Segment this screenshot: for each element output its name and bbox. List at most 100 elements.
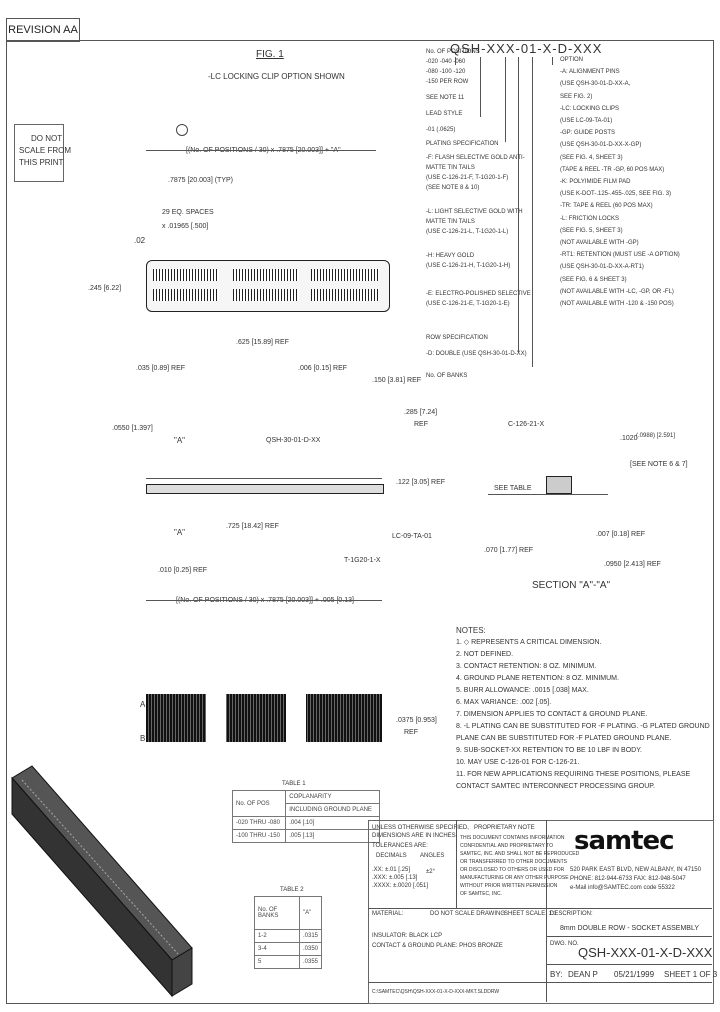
t2-r2c2: .0350 [298, 942, 323, 956]
code-right-line: (USE LC-09-TA-01) [560, 118, 613, 124]
t2-r3c1: 5 [254, 955, 300, 969]
critical-icon [176, 124, 188, 136]
note-item: 8. -L PLATING CAN BE SUBSTITUTED FOR -F … [456, 723, 710, 730]
code-right-line: (NOT AVAILABLE WITH -LC, -GP, OR -FL) [560, 288, 674, 295]
t1-r1c1: -020 THRU -080 [231, 816, 287, 830]
table-2: No. OF BANKS"A" 1-2.0315 3-4.0350 5.0355 [254, 896, 323, 969]
t2-r3c2: .0355 [298, 955, 323, 969]
sec-d5: .070 [1.77] REF [484, 547, 534, 554]
code-left-line: -080 -100 -120 [426, 69, 466, 75]
address-line: e-Mail info@SAMTEC.com code 55322 [570, 885, 675, 891]
spaces-val: x .01965 [.500] [162, 223, 209, 230]
code-left-line: SEE NOTE 11 [426, 95, 465, 101]
tb-date: 05/21/1999 [614, 970, 655, 979]
side-part: QSH-30-01-D-XX [266, 437, 321, 444]
code-right-line: OPTION [560, 57, 584, 63]
side-dim-1: .0550 [1.397] [112, 425, 153, 432]
code-left-line: ROW SPECIFICATION [426, 335, 488, 341]
notice-line-3: THIS PRINT [19, 158, 64, 167]
section-drawing [546, 476, 572, 494]
label-b: B [140, 734, 146, 743]
t2-col1: No. OF BANKS [254, 896, 300, 930]
t1-col2a: COPLANARITY [285, 790, 380, 804]
note-item: 5. BURR ALLOWANCE: .0015 [.038] MAX. [456, 687, 589, 694]
note-item: 2. NOT DEFINED. [456, 651, 514, 658]
tb-dwg: QSH-XXX-01-X-D-XXX [578, 945, 713, 960]
part-code-title: QSH-XXX-01-X-D-XXX [450, 41, 603, 56]
bottom-dim-ref: REF [404, 729, 418, 736]
code-right-line: -L: FRICTION LOCKS [560, 215, 620, 222]
code-right-line: -GP: GUIDE POSTS [560, 130, 616, 137]
tb-sheet-scale: SHEET SCALE: 1:1 [504, 911, 557, 917]
note-item: 1. ◇ REPRESENTS A CRITICAL DIMENSION. [456, 639, 602, 646]
code-left-line: (USE C-126-21-H, T-1G20-1-H) [426, 263, 511, 269]
tb-decimals: DECIMALS [376, 853, 407, 859]
dim-285: .285 [7.24] [404, 409, 438, 416]
fig-title: FIG. 1 [256, 49, 284, 60]
tb-tolerances: TOLERANCES ARE: [372, 843, 428, 849]
notes-title: NOTES: [456, 626, 486, 635]
code-left-line: No. OF POSITIONS [426, 49, 480, 55]
tb-sheet: SHEET 1 OF 3 [664, 970, 718, 979]
t1-r2c2: .005 [.13] [285, 829, 380, 843]
code-left-line: -01 (.0625) [426, 127, 456, 133]
note-item: CONTACT SAMTEC INTERCONNECT PROCESSING G… [456, 783, 656, 790]
pitch-dim: .7875 [20.003] (TYP) [168, 177, 233, 184]
do-not-scale-box: DO NOT SCALE FROM THIS PRINT [14, 124, 71, 182]
connector-top-view [146, 260, 390, 312]
dim-006: .006 [0.15] REF [298, 365, 348, 372]
note-item: 3. CONTACT RETENTION: 8 OZ. MINIMUM. [456, 663, 597, 670]
code-left-line: MATTE TIN TAILS [426, 165, 475, 171]
code-right-line: (USE QSH-30-01-D-XX-A-RT1) [560, 264, 644, 271]
tb-by-label: BY: [550, 970, 563, 979]
tb-tol4: ±2° [426, 869, 436, 875]
code-left-line: PLATING SPECIFICATION [426, 141, 499, 147]
proprietary-line: OF SAMTEC, INC. [460, 891, 502, 897]
height-dim: .245 [6.22] [88, 285, 122, 292]
t1g-part: T-1G20-1-X [344, 557, 381, 564]
tb-material: MATERIAL: [372, 911, 404, 917]
isometric-view [11, 765, 193, 998]
address-line: 520 PARK EAST BLVD, NEW ALBANY, IN 47150 [570, 867, 701, 873]
code-left-line: -020 -040 -060 [426, 59, 466, 65]
sec-d2: (.0988) [2.591] [636, 433, 676, 439]
code-right-line: -K: POLYIMIDE FILM PAD [560, 179, 631, 185]
code-left-line: -H: HEAVY GOLD [426, 253, 475, 259]
spaces-dim: 29 EQ. SPACES [162, 209, 214, 216]
t1-col2b: INCLUDING GROUND PLANE [285, 803, 380, 817]
label-a: A [140, 700, 146, 709]
t2-r2c1: 3-4 [254, 942, 300, 956]
t1-col1: No. OF POS [231, 790, 287, 817]
sec-d3: [SEE NOTE 6 & 7] [630, 461, 688, 468]
tb-description-label: DESCRIPTION: [550, 911, 593, 917]
tb-filepath: C:\SAMTEC\QSH\QSH-XXX-01-X-D-XXX-MKT.SLD… [372, 989, 500, 995]
samtec-logo: samtec [574, 826, 675, 856]
note-item: 7. DIMENSION APPLIES TO CONTACT & GROUND… [456, 711, 648, 718]
proprietary-line: WITHOUT PRIOR WRITTEN PERMISSION [460, 883, 558, 889]
code-right-line: -TR: TAPE & REEL (60 POS MAX) [560, 203, 653, 210]
tb-angles: ANGLES [420, 853, 445, 859]
note-item: 6. MAX VARIANCE: .002 [.05]. [456, 699, 552, 706]
code-right-line: -A: ALIGNMENT PINS [560, 69, 620, 76]
label-02: .02 [134, 236, 146, 245]
tb-unless2: DIMENSIONS ARE IN INCHES. [372, 833, 458, 839]
code-right-line: -LC: LOCKING CLIPS [560, 105, 620, 112]
sec-d1: .1020 [620, 435, 638, 442]
code-left-line: MATTE TIN TAILS [426, 219, 475, 225]
proprietary-line: OR TRANSFERRED TO OTHER DOCUMENTS [460, 859, 567, 865]
notice-line-2: SCALE FROM [19, 146, 72, 155]
t2-r1c2: .0315 [298, 929, 323, 943]
code-left-line: (SEE NOTE 8 & 10) [426, 185, 480, 191]
t2-col2: "A" [298, 896, 323, 930]
tb-proprietary: PROPRIETARY NOTE [474, 825, 535, 831]
code-left-line: No. OF BANKS [426, 373, 468, 379]
code-right-line: (TAPE & REEL -TR -GP, 60 POS MAX) [560, 166, 665, 173]
bottom-dim: .0375 [0.953] [396, 717, 437, 724]
code-right-line: SEE FIG. 2) [560, 93, 593, 100]
table1-title: TABLE 1 [282, 781, 306, 787]
note-item: PLANE CAN BE SUBSTITUTED FOR -F PLATED G… [456, 735, 672, 742]
t1-r1c2: .004 [.10] [285, 816, 380, 830]
code-left-line: (USE C-126-21-E, T-1G20-1-E) [426, 301, 510, 307]
code-right-line: (NOT AVAILABLE WITH -GP) [560, 240, 639, 246]
